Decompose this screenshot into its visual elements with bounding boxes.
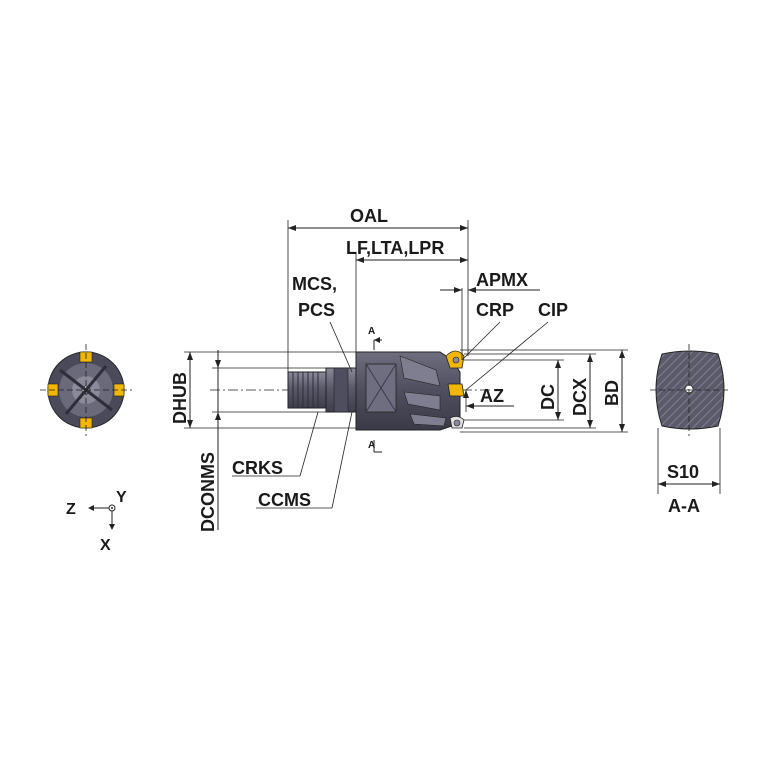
label-dconms: DCONMS <box>198 452 218 532</box>
label-lf: LF,LTA,LPR <box>346 238 444 258</box>
dimensions: OAL LF,LTA,LPR APMX MCS, PCS CRP CIP AZ <box>170 206 628 532</box>
axis-indicator: Z Y X <box>66 489 127 554</box>
section-a-bottom: A <box>368 440 375 451</box>
label-oal: OAL <box>350 206 388 226</box>
label-bd: BD <box>602 380 622 406</box>
section-aa: S10 A-A <box>650 344 730 516</box>
label-dcx: DCX <box>570 378 590 416</box>
side-view <box>210 350 490 431</box>
label-mcs: MCS, <box>292 274 337 294</box>
label-s10: S10 <box>667 462 699 482</box>
label-apmx: APMX <box>476 270 528 290</box>
label-pcs: PCS <box>298 300 335 320</box>
label-dhub: DHUB <box>170 372 190 424</box>
axis-x-label: X <box>100 537 111 554</box>
insert-icon <box>447 383 465 397</box>
threaded-shank <box>287 371 327 409</box>
label-cip: CIP <box>538 300 568 320</box>
label-section-aa: A-A <box>668 496 700 516</box>
label-crks: CRKS <box>232 458 283 478</box>
label-dc: DC <box>538 384 558 410</box>
axis-y-label: Y <box>116 489 127 506</box>
label-ccms: CCMS <box>258 490 311 510</box>
label-az: AZ <box>480 386 504 406</box>
section-marker-a: A A <box>368 326 382 453</box>
end-view <box>40 344 132 436</box>
section-a-top: A <box>368 326 375 337</box>
label-crp: CRP <box>476 300 514 320</box>
axis-z-label: Z <box>66 501 76 518</box>
